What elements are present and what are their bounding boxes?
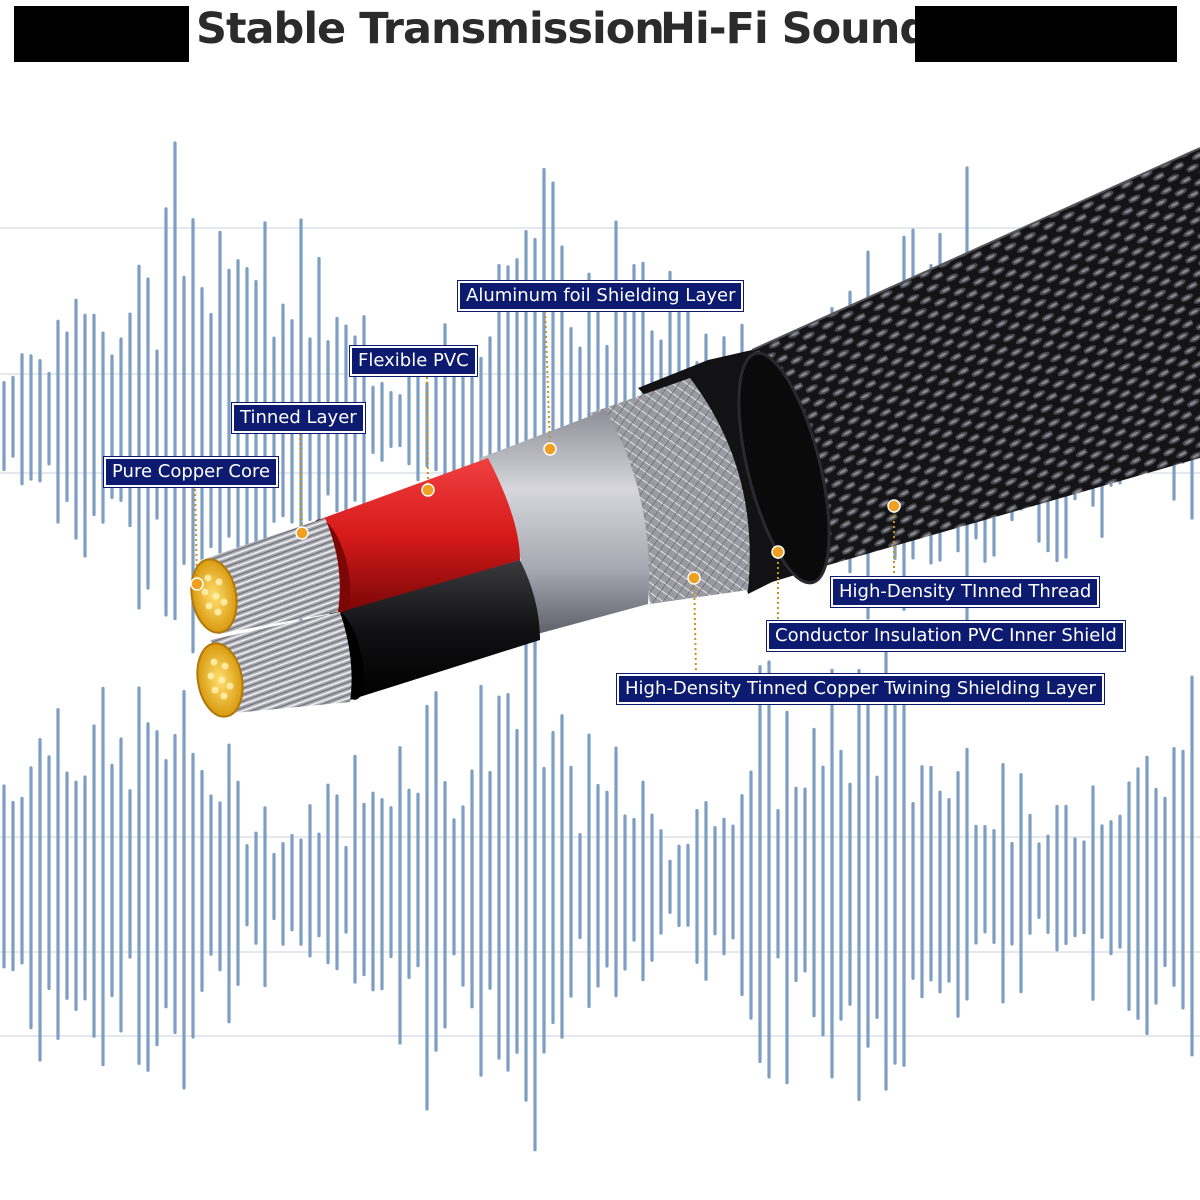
header-bar-left xyxy=(14,6,189,62)
braided-jacket xyxy=(752,148,1200,568)
callout-twining-shield: High-Density Tinned Copper Twining Shiel… xyxy=(617,674,1104,704)
header-bar-right xyxy=(915,6,1177,62)
callout-tinned-layer: Tinned Layer xyxy=(232,403,365,433)
leader-lines xyxy=(194,305,895,675)
cable-illustration xyxy=(190,147,1200,718)
callout-conductor-insulation: Conductor Insulation PVC Inner Shield xyxy=(767,621,1125,651)
red-insulation xyxy=(318,458,520,612)
header-banner: Stable Transmission Hi-Fi Sound xyxy=(0,0,1200,66)
twining-copper-shield xyxy=(588,378,750,604)
title-stable-transmission: Stable Transmission xyxy=(196,4,665,54)
black-insulation xyxy=(330,560,540,700)
copper-core-upper xyxy=(190,558,238,634)
callout-pure-copper-core: Pure Copper Core xyxy=(104,457,279,487)
stranded-wire-lower xyxy=(210,612,352,714)
waveform-bottom xyxy=(2,636,1194,1152)
title-hifi-sound: Hi-Fi Sound xyxy=(660,4,930,54)
callout-high-density-thread: High-Density TInned Thread xyxy=(831,577,1100,607)
marker-dots xyxy=(190,442,901,591)
copper-core-lower xyxy=(196,642,244,718)
callout-flexible-pvc: Flexible PVC xyxy=(350,346,477,376)
callout-aluminum-foil: Aluminum foil Shielding Layer xyxy=(458,281,744,311)
aluminum-foil-layer xyxy=(480,410,650,636)
